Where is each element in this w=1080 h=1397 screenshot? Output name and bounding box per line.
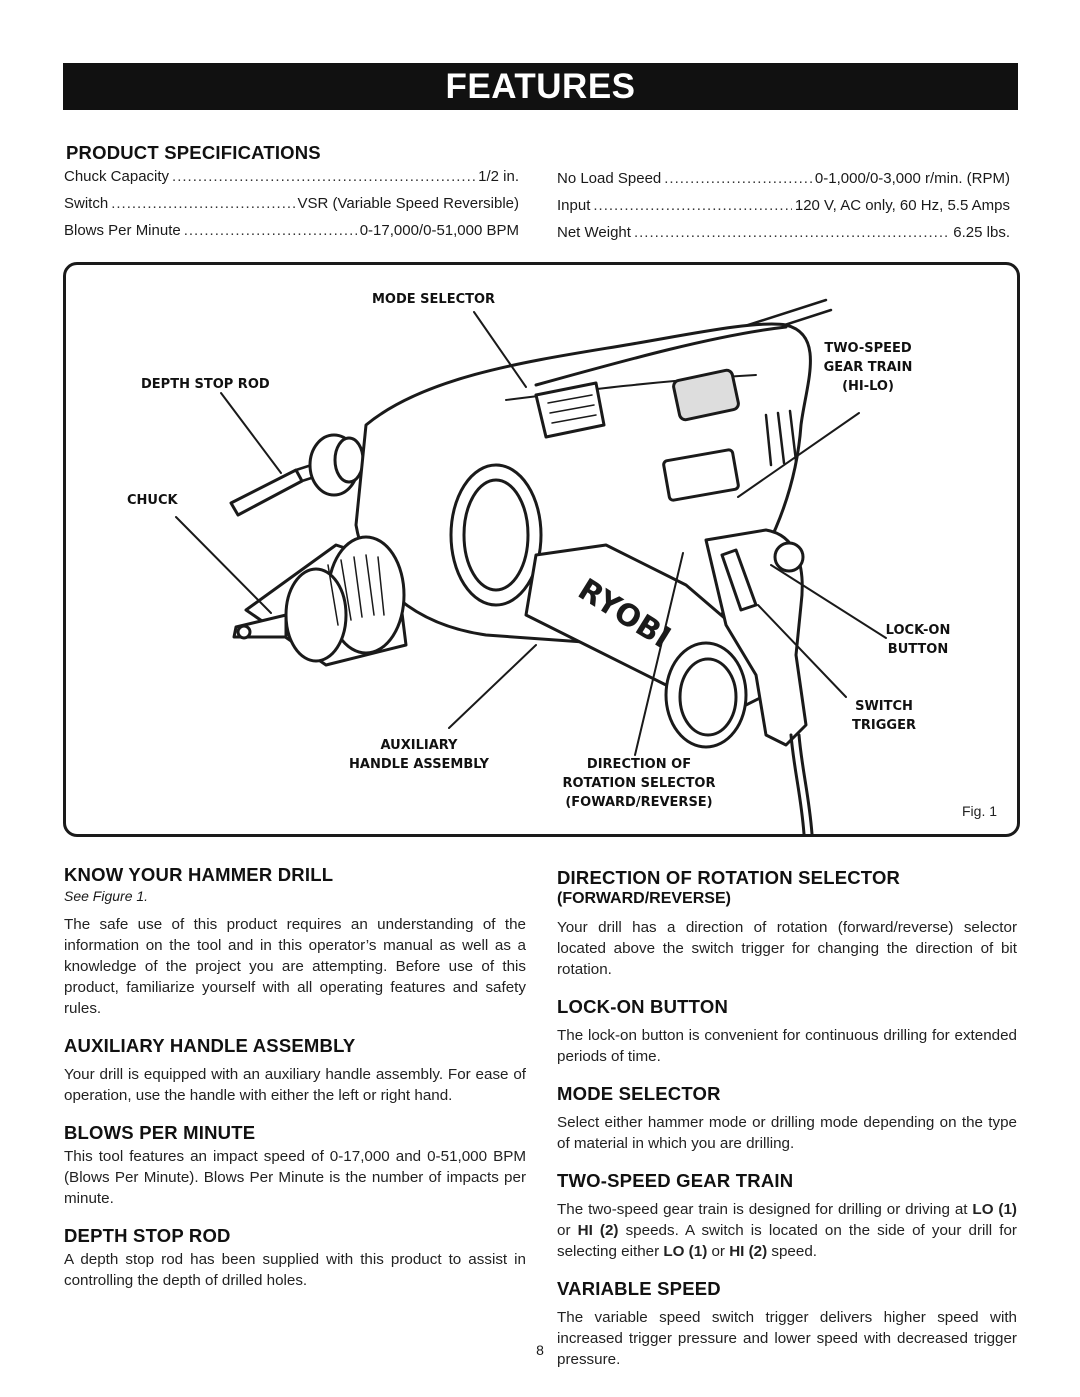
spec-row: Blows Per Minute 0-17,000/0-51,000 BPM [64,222,519,249]
spec-value: 1/2 in. [478,168,519,185]
spec-row: Net Weight 6.25 lbs. [557,224,1010,251]
section-two-speed-gear-train: TWO-SPEED GEAR TRAIN The two-speed gear … [557,1170,1017,1262]
spec-label: Input [557,197,591,214]
right-column: DIRECTION OF ROTATION SELECTOR (FORWARD/… [557,867,1017,1386]
spec-row: Switch VSR (Variable Speed Reversible) [64,195,519,222]
callout-mode-selector: MODE SELECTOR [372,292,496,307]
section-title: MODE SELECTOR [557,1083,721,1104]
callout-line: (HI-LO) [842,379,894,394]
spec-value: 6.25 lbs. [953,224,1010,241]
callout-line: LOCK-ON [885,623,951,638]
section-body: This tool features an impact speed of 0-… [64,1148,526,1207]
section-lock-on-button: LOCK-ON BUTTON The lock-on button is con… [557,996,1017,1067]
section-body: The variable speed switch trigger delive… [557,1309,1017,1368]
callout-line: DIRECTION OF [586,757,692,772]
callout-line: AUXILIARY [380,738,458,753]
section-body: The two-speed gear train is designed for… [557,1201,1017,1260]
product-specifications-title: PRODUCT SPECIFICATIONS [66,142,321,163]
callout-line: ROTATION SELECTOR [562,776,716,791]
section-body: The lock-on button is convenient for con… [557,1027,1017,1065]
callout-lock-on-button: LOCK-ON BUTTON [878,621,958,659]
callout-line: (FOWARD/REVERSE) [565,795,713,810]
section-body: Your drill has a direction of rotation (… [557,919,1017,978]
section-variable-speed: VARIABLE SPEED The variable speed switch… [557,1278,1017,1370]
see-figure-note: See Figure 1. [64,888,149,904]
callout-line: BUTTON [887,642,949,657]
features-banner: FEATURES [63,63,1018,110]
spec-value: VSR (Variable Speed Reversible) [297,195,520,212]
section-title: KNOW YOUR HAMMER DRILL [64,864,334,885]
section-body: Your drill is equipped with an auxiliary… [64,1066,526,1104]
callout-line: TWO-SPEED [824,341,912,356]
callout-depth-stop-rod: DEPTH STOP ROD [141,377,270,392]
spec-row: Input 120 V, AC only, 60 Hz, 5.5 Amps [557,197,1010,224]
callout-auxiliary-handle-assembly: AUXILIARY HANDLE ASSEMBLY [339,736,499,774]
section-depth-stop-rod: DEPTH STOP ROD A depth stop rod has been… [64,1225,526,1291]
spec-label: Net Weight [557,224,631,241]
spec-value: 0-1,000/0-3,000 r/min. (RPM) [814,170,1010,187]
section-title: VARIABLE SPEED [557,1278,721,1299]
section-know-your-hammer-drill: KNOW YOUR HAMMER DRILL See Figure 1. The… [64,864,526,1019]
callout-direction-of-rotation-selector: DIRECTION OF ROTATION SELECTOR (FOWARD/R… [549,755,729,812]
figure-1: RYOBI MODE SELECTOR DEPTH STOP ROD CHUCK… [63,262,1020,837]
section-body: A depth stop rod has been supplied with … [64,1251,526,1289]
callout-line: TRIGGER [852,718,916,733]
section-body: The safe use of this product requires an… [64,916,526,1017]
spec-row: No Load Speed 0-1,000/0-3,000 r/min. (RPM… [557,170,1010,197]
callout-chuck: CHUCK [127,493,178,508]
specs-left: Chuck Capacity 1/2 in. Switch VSR (Variabl… [64,168,519,249]
spec-label: Switch [64,195,109,212]
callout-line: SWITCH [855,699,913,714]
hammer-drill-illustration: RYOBI [175,298,887,834]
spec-label: Blows Per Minute [64,222,181,239]
section-subtitle: (FORWARD/REVERSE) [557,890,731,907]
spec-label: Chuck Capacity [64,168,170,185]
figure-label: Fig. 1 [962,803,998,819]
section-title: DIRECTION OF ROTATION SELECTOR [557,867,901,888]
page-number: 8 [536,1342,544,1358]
spec-row: Chuck Capacity 1/2 in. [64,168,519,195]
callout-two-speed-gear-train: TWO-SPEED GEAR TRAIN (HI-LO) [818,339,918,396]
section-title: DEPTH STOP ROD [64,1225,231,1246]
section-auxiliary-handle-assembly: AUXILIARY HANDLE ASSEMBLY Your drill is … [64,1035,526,1106]
section-title: BLOWS PER MINUTE [64,1122,256,1143]
callout-line: GEAR TRAIN [823,360,913,375]
section-title: TWO-SPEED GEAR TRAIN [557,1170,794,1191]
callout-switch-trigger: SWITCH TRIGGER [839,697,929,735]
section-title: LOCK-ON BUTTON [557,996,728,1017]
spec-label: No Load Speed [557,170,662,187]
section-blows-per-minute: BLOWS PER MINUTE This tool features an i… [64,1122,526,1209]
section-body: Select either hammer mode or drilling mo… [557,1114,1017,1152]
section-title: AUXILIARY HANDLE ASSEMBLY [64,1035,356,1056]
section-mode-selector: MODE SELECTOR Select either hammer mode … [557,1083,1017,1154]
callout-line: HANDLE ASSEMBLY [349,757,489,772]
spec-value: 120 V, AC only, 60 Hz, 5.5 Amps [794,197,1010,214]
left-column: KNOW YOUR HAMMER DRILL See Figure 1. The… [64,864,526,1307]
specs-right: No Load Speed 0-1,000/0-3,000 r/min. (RPM… [557,170,1010,251]
section-direction-of-rotation-selector: DIRECTION OF ROTATION SELECTOR (FORWARD/… [557,867,1017,980]
spec-value: 0-17,000/0-51,000 BPM [359,222,519,239]
